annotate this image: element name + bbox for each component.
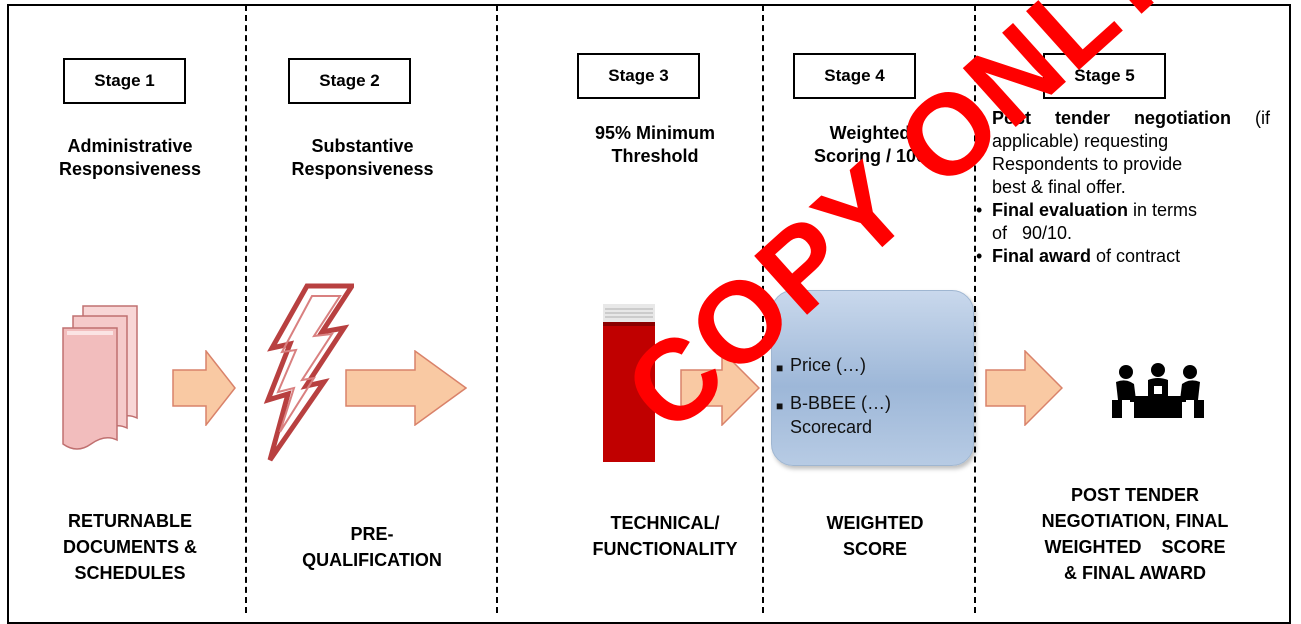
caption-line: FUNCTIONALITY	[592, 539, 738, 559]
arrow-right-icon	[345, 350, 467, 426]
stage-1-caption: RETURNABLE DOCUMENTS & SCHEDULES	[40, 508, 220, 586]
caption-line: WEIGHTED SCORE	[1044, 537, 1226, 557]
bullet-final-award: Final award of contract	[976, 245, 1270, 268]
caption-line: POST TENDER	[1070, 485, 1199, 505]
stage-5-caption: POST TENDER NEGOTIATION, FINAL WEIGHTED …	[1010, 482, 1260, 586]
stage-1-label: Stage 1	[63, 58, 186, 104]
stage-3-heading: 95% Minimum Threshold	[560, 122, 750, 168]
panel-item-text: Scorecard	[790, 417, 873, 437]
bullet-bold: Final evaluation	[992, 200, 1129, 220]
divider	[762, 5, 764, 613]
bullet-bold: Post tender negotiation	[992, 108, 1231, 128]
bullet-final-evaluation: Final evaluation in terms of 90/10.	[976, 199, 1270, 245]
caption-line: TECHNICAL/	[610, 513, 720, 533]
lightning-bolt-icon	[263, 283, 354, 462]
stage-3-label: Stage 3	[577, 53, 700, 99]
caption-line: DOCUMENTS &	[63, 537, 197, 557]
arrow-right-icon	[172, 350, 236, 426]
caption-line: SCHEDULES	[74, 563, 186, 583]
heading-line: Substantive	[311, 136, 414, 156]
bullet-text: of 90/10.	[992, 223, 1073, 243]
stage-2-heading: Substantive Responsiveness	[245, 135, 480, 181]
square-bullet-icon: ■	[776, 399, 784, 413]
heading-line: Weighted	[829, 123, 911, 143]
caption-line: SCORE	[842, 539, 907, 559]
arrow-right-icon	[985, 350, 1063, 426]
stage-1-heading: Administrative Responsiveness	[20, 135, 240, 181]
stage-4-label: Stage 4	[793, 53, 916, 99]
heading-line: Responsiveness	[291, 159, 434, 179]
bullet-text: (if applicable) requesting	[992, 108, 1270, 151]
arrow-right-icon	[680, 350, 760, 426]
panel-item-bbbee: ■ B-BBEE (…)	[776, 391, 892, 415]
stage-2-label: Stage 2	[288, 58, 411, 104]
weighting-panel: ■ Price (…) ■ B-BBEE (…) Scorecard	[771, 290, 974, 466]
caption-line: QUALIFICATION	[302, 550, 442, 570]
stage-4-caption: WEIGHTED SCORE	[780, 510, 970, 562]
bullet-text: of contract	[1091, 246, 1181, 266]
caption-line: & FINAL AWARD	[1064, 563, 1206, 583]
meeting-people-icon	[1112, 363, 1204, 418]
bullet-text: in terms	[1128, 200, 1198, 220]
panel-item-text: Price (…)	[790, 355, 866, 375]
caption-line: RETURNABLE	[68, 511, 192, 531]
bullet-bold: Final award	[992, 246, 1092, 266]
bullet-text: Respondents to provide	[992, 154, 1183, 174]
caption-line: NEGOTIATION, FINAL	[1041, 511, 1229, 531]
bullet-text: best & final offer.	[992, 177, 1126, 197]
stage-2-caption: PRE- QUALIFICATION	[262, 521, 482, 573]
heading-line: 95% Minimum	[594, 123, 716, 143]
divider	[496, 5, 498, 613]
stage-5-label: Stage 5	[1043, 53, 1166, 99]
panel-item-text: B-BBEE (…)	[790, 393, 892, 413]
heading-line: Administrative	[67, 136, 193, 156]
heading-line: Threshold	[611, 146, 699, 166]
heading-line: Scoring / 100	[813, 146, 927, 166]
caption-line: PRE-	[350, 524, 394, 544]
documents-icon	[62, 305, 138, 450]
divider	[245, 5, 247, 613]
stage-5-bullets: Post tender negotiation (if applicable) …	[976, 107, 1270, 268]
stage-4-heading: Weighted Scoring / 100	[775, 122, 965, 168]
caption-line: WEIGHTED	[826, 513, 924, 533]
panel-item-scorecard: Scorecard	[790, 415, 872, 439]
square-bullet-icon: ■	[776, 361, 784, 375]
heading-line: Responsiveness	[58, 159, 202, 179]
divider	[974, 5, 976, 613]
stage-3-caption: TECHNICAL/ FUNCTIONALITY	[560, 510, 770, 562]
bullet-post-tender-negotiation: Post tender negotiation (if applicable) …	[976, 107, 1270, 199]
red-bar-icon	[603, 304, 655, 462]
panel-item-price: ■ Price (…)	[776, 353, 866, 377]
